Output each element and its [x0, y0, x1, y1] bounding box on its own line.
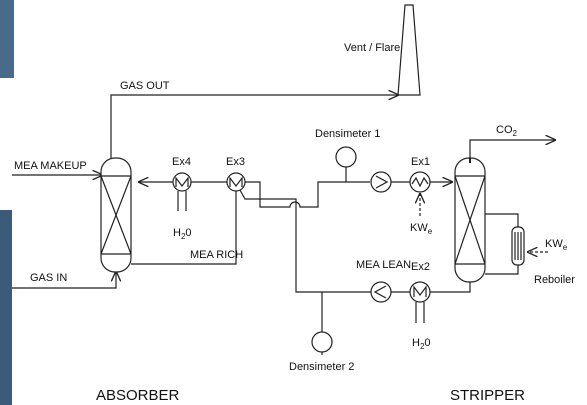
ex4-label: Ex4	[172, 156, 191, 168]
ex3-heat-exchanger	[227, 173, 245, 191]
reboiler-label: Reboiler	[534, 274, 575, 286]
gas-in-label: GAS IN	[30, 272, 67, 284]
absorber-label: ABSORBER	[96, 387, 180, 404]
mea-rich-label: MEA RICH	[190, 249, 243, 261]
h2o-label-ex4: H20	[173, 227, 192, 241]
ex4-heat-exchanger	[173, 173, 191, 211]
rich-to-stripper-line	[245, 182, 370, 207]
reboiler-liquid-feed	[485, 265, 518, 274]
ex1-label: Ex1	[411, 156, 430, 168]
vent-flare-label: Vent / Flare	[344, 42, 400, 54]
stripper-label: STRIPPER	[450, 387, 525, 404]
mea-lean-label: MEA LEAN	[356, 259, 411, 271]
densimeter-2-label: Densimeter 2	[289, 361, 354, 373]
reboiler	[512, 227, 524, 265]
gas-out-line	[111, 95, 398, 158]
gas-out-label: GAS OUT	[120, 80, 170, 92]
co2-label: CO2	[496, 124, 518, 138]
photo-strip-bottom	[0, 210, 12, 405]
mea-makeup-label: MEA MAKEUP	[14, 160, 87, 172]
co2-outlet-line	[470, 140, 555, 158]
reboiler-vapor-return	[485, 214, 518, 227]
ex2-heat-exchanger	[410, 282, 430, 323]
stripper-column	[455, 158, 485, 282]
lean-outlet-line	[430, 282, 470, 292]
densimeter-1	[336, 147, 356, 167]
absorber-column	[101, 158, 131, 272]
pump-2	[371, 282, 391, 302]
vent-flare-stack	[398, 5, 420, 95]
h2o-label-ex2: H20	[412, 337, 431, 351]
kwe-label-ex1: KWe	[410, 222, 433, 236]
photo-strip-top	[0, 0, 14, 78]
ex3-label: Ex3	[226, 156, 245, 168]
ex1-heat-exchanger	[410, 172, 430, 192]
kwe-label-reboiler: KWe	[545, 238, 568, 252]
densimeter-1-label: Densimeter 1	[315, 128, 380, 140]
ex2-label: Ex2	[411, 261, 430, 273]
densimeter-2	[312, 332, 332, 352]
pump-1	[371, 172, 391, 192]
